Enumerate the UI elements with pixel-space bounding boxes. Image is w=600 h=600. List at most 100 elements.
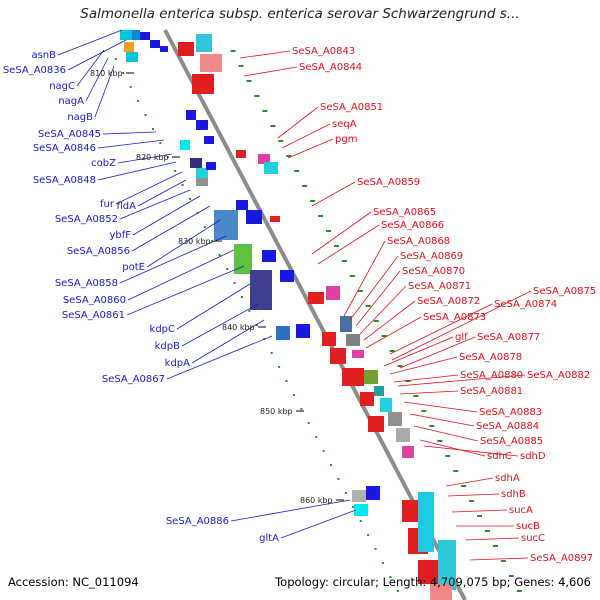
- leader-line: [191, 319, 265, 364]
- gene-label-SeSA_A0875: SeSA_A0875: [533, 286, 596, 297]
- gc-dash: [262, 110, 268, 112]
- leader-line: [76, 49, 105, 87]
- gene-feature: [366, 486, 380, 500]
- leader-line: [181, 303, 259, 347]
- topology-summary: Topology: circular; Length: 4,709,075 bp…: [275, 575, 591, 589]
- gc-dash: [421, 410, 427, 412]
- gene-feature: [330, 348, 346, 364]
- gc-dash: [429, 425, 435, 427]
- leader-line: [131, 205, 211, 252]
- gene-label-SeSA_A0884: SeSA_A0884: [476, 421, 539, 432]
- gene-label-SeSA_A0871: SeSA_A0871: [408, 281, 471, 292]
- gene-feature: [206, 162, 216, 170]
- gene-feature: [258, 154, 270, 164]
- gene-feature: [200, 54, 222, 72]
- gene-label-SeSA_A0844: SeSA_A0844: [299, 62, 362, 73]
- gene-label-SeSA_A0885: SeSA_A0885: [480, 436, 543, 447]
- gene-feature: [192, 74, 214, 94]
- leader-line: [311, 181, 356, 207]
- gc-dot: [315, 436, 318, 438]
- gene-label-SeSA_A0858: SeSA_A0858: [55, 278, 118, 289]
- gc-dot: [166, 156, 169, 158]
- leader-line: [423, 445, 519, 457]
- gene-label-fldA: fldA: [117, 201, 137, 212]
- gene-feature: [196, 34, 212, 52]
- leader-line: [403, 401, 478, 413]
- gc-dot: [367, 534, 370, 536]
- leader-line: [280, 509, 357, 539]
- gc-dash: [477, 515, 483, 517]
- gene-label-SeSA_A0868: SeSA_A0868: [387, 236, 450, 247]
- gc-dash: [246, 80, 252, 82]
- gene-label-kdpB: kdpB: [155, 341, 180, 352]
- gene-label-sdhB: sdhB: [501, 489, 526, 500]
- tick-label: 830 kbp: [178, 237, 211, 246]
- gc-dot: [240, 296, 243, 298]
- gene-feature: [352, 490, 366, 502]
- gc-dash: [445, 455, 451, 457]
- gene-feature: [186, 110, 196, 120]
- gc-dash: [500, 560, 506, 562]
- gc-dot: [211, 240, 214, 242]
- gene-feature: [438, 540, 456, 590]
- gene-feature: [214, 210, 238, 240]
- leader-line: [85, 57, 109, 102]
- gene-label-sucC: sucC: [521, 533, 545, 544]
- leader-line: [363, 300, 416, 341]
- gc-dash: [294, 170, 300, 172]
- gene-features: [120, 30, 456, 600]
- gene-label-SeSA_A0873: SeSA_A0873: [423, 312, 486, 323]
- leader-line: [447, 493, 500, 497]
- gene-label-cobZ: cobZ: [91, 158, 116, 169]
- leader-line: [119, 189, 191, 220]
- leader-line: [137, 179, 187, 207]
- gene-label-SeSA_A0880: SeSA_A0880: [460, 370, 523, 381]
- gene-feature: [308, 292, 324, 304]
- tick-label: 820 kbp: [136, 153, 169, 162]
- gene-label-kdpC: kdpC: [150, 324, 175, 335]
- label-leader-lines: [57, 29, 532, 561]
- leader-line: [465, 537, 520, 541]
- gc-dot: [255, 324, 258, 326]
- gc-dot: [233, 282, 236, 284]
- leader-line: [413, 425, 479, 442]
- leader-line: [115, 171, 183, 205]
- gc-dot: [292, 394, 295, 396]
- gene-label-pgm: pgm: [335, 134, 357, 145]
- gene-label-SeSA_A0851: SeSA_A0851: [320, 102, 383, 113]
- gc-dot: [300, 408, 303, 410]
- gene-feature: [196, 120, 208, 130]
- gene-feature: [368, 416, 384, 432]
- gene-feature: [236, 150, 246, 158]
- leader-line: [311, 211, 372, 255]
- gene-feature: [418, 560, 438, 584]
- leader-line: [127, 249, 235, 301]
- leader-line: [445, 477, 494, 487]
- tick-label: 840 kbp: [222, 323, 255, 332]
- gc-dash: [405, 380, 411, 382]
- gc-dot: [189, 198, 192, 200]
- gene-label-asnB: asnB: [31, 50, 56, 61]
- gene-feature: [270, 216, 280, 222]
- leader-line: [383, 336, 454, 367]
- gene-feature: [280, 270, 294, 282]
- tick-label: 850 kbp: [260, 407, 293, 416]
- gc-dot: [181, 184, 184, 186]
- leader-line: [67, 39, 127, 71]
- leader-line: [409, 413, 475, 427]
- gene-label-SeSA_A0848: SeSA_A0848: [33, 175, 96, 186]
- leader-line: [399, 336, 476, 369]
- right-gene-labels: SeSA_A0843SeSA_A0844SeSA_A0851seqApgmSeS…: [292, 46, 596, 564]
- leader-line: [97, 139, 165, 149]
- gc-dot: [285, 380, 288, 382]
- leader-line: [277, 106, 319, 139]
- gene-feature: [150, 40, 160, 48]
- gc-dot: [226, 268, 229, 270]
- gene-feature: [204, 136, 214, 144]
- leader-line: [119, 235, 227, 284]
- gene-label-SeSA_A0836: SeSA_A0836: [3, 65, 66, 76]
- gc-dot: [122, 72, 125, 74]
- gene-feature: [342, 368, 364, 386]
- gene-feature: [402, 446, 414, 458]
